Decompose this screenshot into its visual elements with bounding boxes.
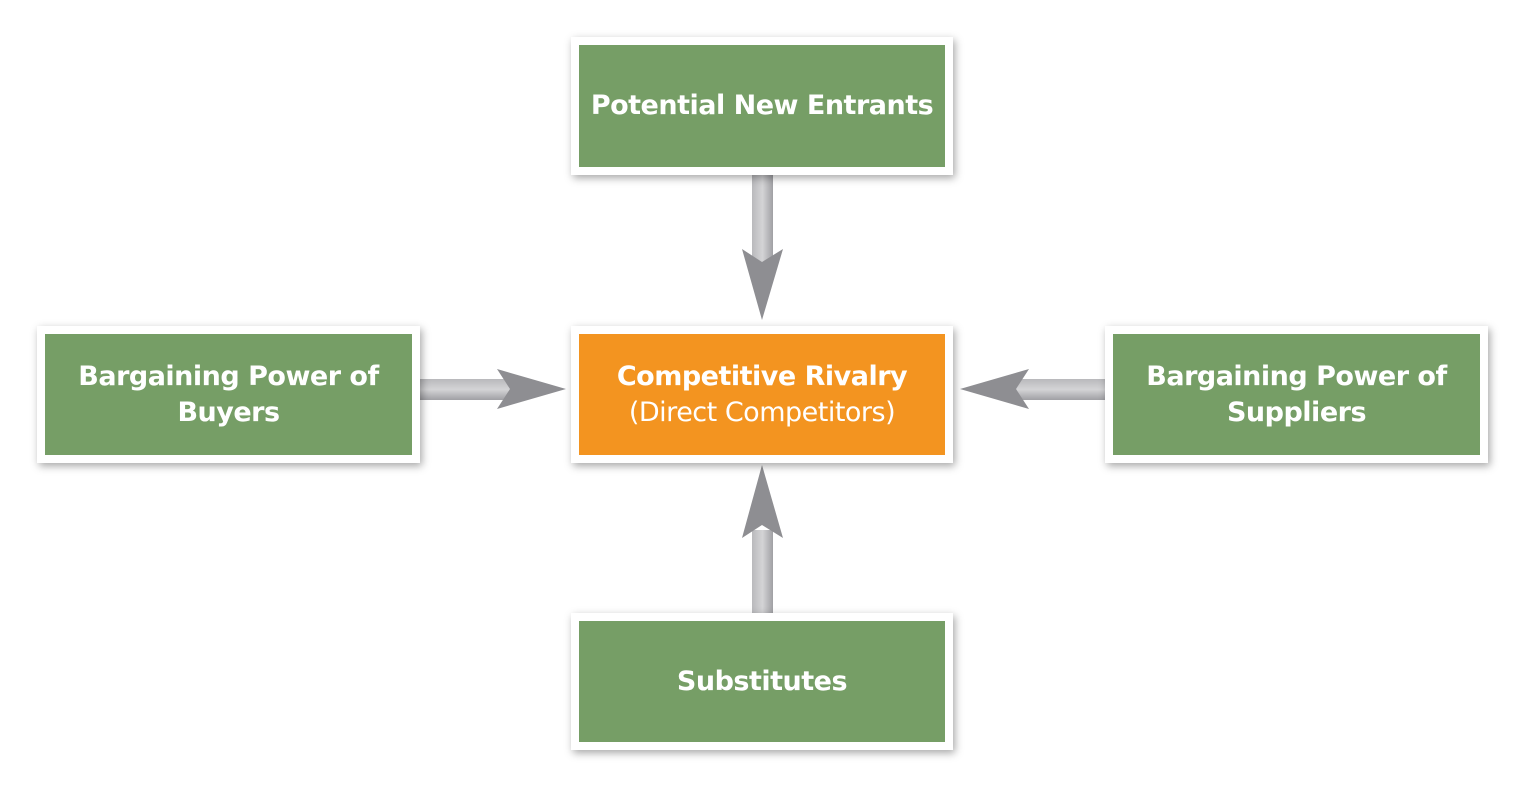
competitive-rivalry-subtitle: (Direct Competitors) [628,396,896,428]
potential-new-entrants-label: Potential New Entrants [590,90,934,121]
suppliers-label-line2: Suppliers [1226,396,1367,428]
bargaining-power-suppliers-box: Bargaining Power of Suppliers [1105,326,1488,463]
potential-new-entrants-box: Potential New Entrants [571,37,953,175]
bargaining-power-buyers-box: Bargaining Power of Buyers [37,326,420,463]
competitive-rivalry-box: Competitive Rivalry (Direct Competitors) [571,326,953,463]
buyers-label-line2: Buyers [177,396,280,428]
substitutes-box: Substitutes [571,613,953,750]
competitive-rivalry-title: Competitive Rivalry [616,360,908,392]
substitutes-label: Substitutes [676,665,848,697]
arrow-top-to-center [742,175,783,320]
arrow-bottom-to-center [742,465,783,614]
arrow-left-to-center [420,369,566,409]
arrow-right-to-center [960,369,1105,409]
suppliers-label-line1: Bargaining Power of [1146,360,1447,392]
buyers-label-line1: Bargaining Power of [78,360,379,392]
